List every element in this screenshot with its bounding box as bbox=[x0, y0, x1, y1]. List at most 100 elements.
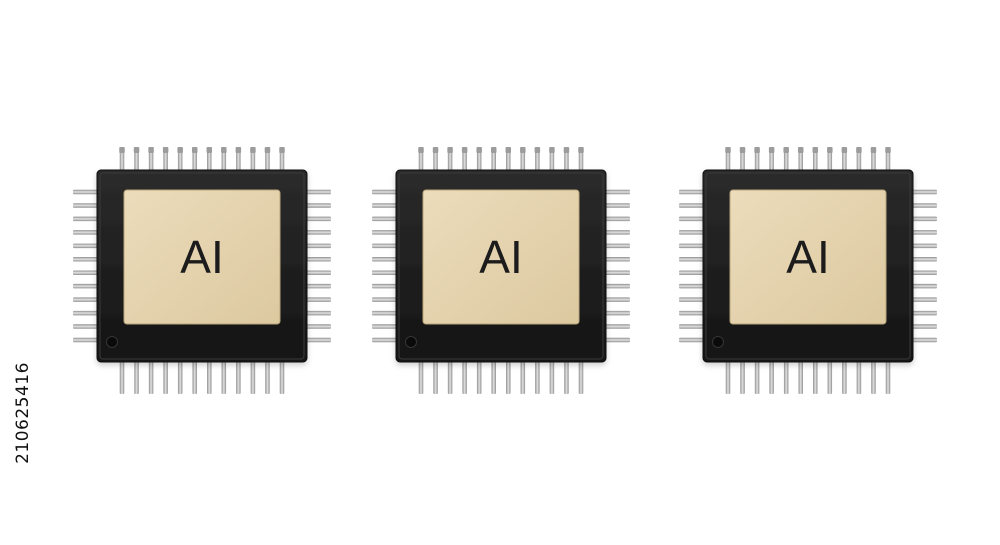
chip-pin-top-tip bbox=[221, 147, 227, 153]
chip-pin-bottom bbox=[520, 360, 526, 394]
chip-pin-bottom bbox=[462, 360, 467, 394]
chip-pin-right bbox=[604, 310, 630, 316]
chip-pin-bottom bbox=[813, 360, 818, 394]
chip-pin-left bbox=[73, 230, 99, 235]
ai-chip: AI bbox=[372, 147, 630, 394]
chip-pin-left bbox=[372, 230, 398, 235]
chip-pin-left bbox=[679, 324, 705, 329]
chip-pin-top-tip bbox=[206, 147, 213, 153]
chip-pin-right bbox=[911, 297, 937, 302]
chip-pin-bottom bbox=[827, 360, 833, 394]
chip-pin-top bbox=[506, 150, 511, 172]
chip-pin-bottom bbox=[476, 360, 482, 394]
chip-pins bbox=[372, 147, 630, 394]
chip-pin-top-tip bbox=[279, 147, 285, 153]
chip-pin-left bbox=[372, 324, 398, 329]
chip-pin-right bbox=[305, 270, 331, 275]
chip-pin-left bbox=[372, 310, 398, 316]
chip-pin-left bbox=[679, 257, 705, 262]
chip-pin-top bbox=[265, 150, 270, 172]
chip-pin-top-tip bbox=[827, 147, 833, 153]
chip-pin-bottom bbox=[754, 360, 760, 394]
chip-pin-left bbox=[372, 189, 398, 195]
chip-pin-top-tip bbox=[856, 147, 862, 153]
chip-pin-top bbox=[856, 150, 862, 172]
chip-pin-bottom bbox=[221, 360, 227, 394]
chip-pin-top-tip bbox=[783, 147, 789, 153]
chip-die bbox=[729, 189, 887, 325]
chip-pin-right bbox=[305, 297, 331, 302]
chip-pin-bottom bbox=[578, 360, 584, 394]
chip-pin-bottom bbox=[856, 360, 862, 394]
chip-pin-bottom bbox=[871, 360, 876, 394]
chip-pin-left bbox=[73, 243, 99, 249]
chip-pin-right bbox=[911, 310, 937, 316]
chip-pin-left bbox=[73, 203, 99, 208]
chip-pin-top bbox=[549, 150, 555, 172]
chip-pin-left bbox=[73, 283, 99, 289]
chip-pin-bottom bbox=[265, 360, 270, 394]
chip-label: AI bbox=[180, 231, 223, 283]
chip-pin-right bbox=[604, 337, 630, 343]
chip-pin-top-tip bbox=[148, 147, 154, 153]
chip-pin-left bbox=[372, 337, 398, 343]
chip-die bbox=[123, 189, 281, 325]
chip-pin-bottom bbox=[163, 360, 168, 394]
chip-pin-top-tip bbox=[739, 147, 746, 153]
chip-pin-right bbox=[911, 337, 937, 343]
chip-pin-left bbox=[679, 297, 705, 302]
chip-pin-left bbox=[679, 203, 705, 208]
chip-pin-bottom bbox=[447, 360, 453, 394]
chip-pin-right bbox=[604, 297, 630, 302]
chip-pin-left bbox=[372, 257, 398, 262]
image-id-side-label: 210625416 bbox=[8, 300, 38, 525]
chip-orientation-dot bbox=[106, 336, 118, 348]
chip-pin-right bbox=[911, 283, 937, 289]
chip-pin-right bbox=[305, 243, 331, 249]
chip-pin-bottom bbox=[842, 360, 847, 394]
chip-pin-right bbox=[911, 324, 937, 329]
chip-pin-right bbox=[305, 324, 331, 329]
ai-chip: AI bbox=[73, 147, 331, 394]
chip-pin-bottom bbox=[418, 360, 424, 394]
chip-pin-right bbox=[604, 189, 630, 195]
chip-pin-right bbox=[305, 203, 331, 208]
chip-orientation-dot bbox=[405, 336, 417, 348]
chip-pin-top bbox=[418, 150, 424, 172]
chip-pin-top-tip bbox=[418, 147, 424, 153]
chip-pin-top-tip bbox=[870, 147, 877, 153]
chip-pin-top bbox=[447, 150, 453, 172]
chip-pin-top bbox=[754, 150, 760, 172]
chip-pin-top-tip bbox=[177, 147, 183, 153]
chip-pin-top bbox=[148, 150, 154, 172]
chip-pin-top-tip bbox=[461, 147, 468, 153]
chip-pin-top bbox=[783, 150, 789, 172]
chip-pin-top-tip bbox=[549, 147, 555, 153]
chip-orientation-dot bbox=[712, 336, 724, 348]
chip-package-bevel bbox=[99, 172, 305, 360]
chip-pin-top bbox=[827, 150, 833, 172]
chip-pin-top-tip bbox=[725, 147, 731, 153]
chip-pin-left bbox=[73, 324, 99, 329]
chip-pin-bottom bbox=[769, 360, 774, 394]
chip-pin-bottom bbox=[506, 360, 511, 394]
chip-pin-bottom bbox=[177, 360, 183, 394]
chip-pin-left bbox=[73, 216, 99, 222]
chip-pin-bottom bbox=[535, 360, 540, 394]
chip-pin-top bbox=[119, 150, 125, 172]
chip-pin-right bbox=[911, 243, 937, 249]
chip-package-bevel bbox=[398, 172, 604, 360]
chip-pin-top-tip bbox=[119, 147, 125, 153]
chip-pin-top-tip bbox=[797, 147, 804, 153]
chip-pin-right bbox=[911, 270, 937, 275]
chip-pin-left bbox=[679, 270, 705, 275]
chip-label: AI bbox=[479, 231, 522, 283]
ai-chip: AI bbox=[679, 147, 937, 394]
chip-pin-top-tip bbox=[447, 147, 453, 153]
chip-pins bbox=[679, 147, 937, 394]
chip-pin-left bbox=[73, 270, 99, 275]
chip-pin-top-tip bbox=[534, 147, 541, 153]
chip-pin-top bbox=[236, 150, 241, 172]
chip-pin-bottom bbox=[236, 360, 241, 394]
